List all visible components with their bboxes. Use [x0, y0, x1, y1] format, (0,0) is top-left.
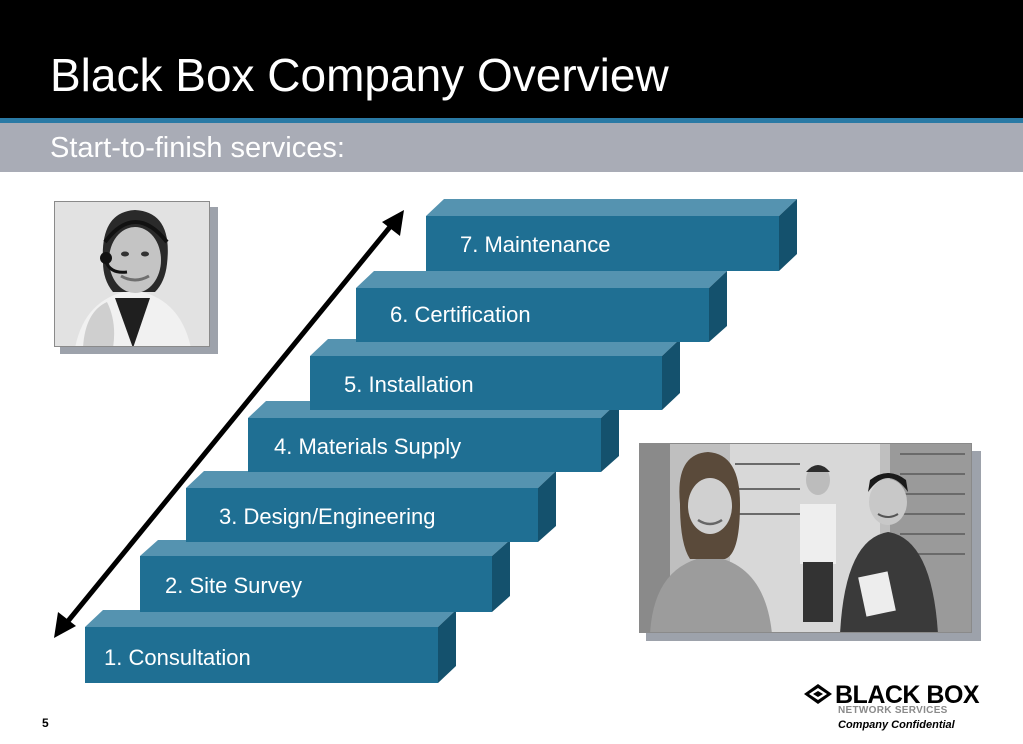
- step-6-block: [356, 271, 727, 342]
- black-box-diamond-icon: [804, 684, 832, 704]
- step-5-block: [310, 339, 680, 410]
- step-label: 2. Site Survey: [165, 573, 302, 598]
- company-logo-tagline: NETWORK SERVICES: [838, 705, 948, 716]
- step-7-block: [426, 199, 797, 271]
- header-accent-line: [0, 118, 1023, 123]
- headset-operator-photo: [54, 201, 210, 347]
- step-label: 3. Design/Engineering: [219, 504, 436, 529]
- page-title: Black Box Company Overview: [50, 49, 669, 101]
- page-number: 5: [42, 716, 49, 730]
- step-label: 6. Certification: [390, 302, 531, 327]
- company-logo-name: BLACK BOX: [835, 681, 980, 709]
- double-arrow-icon: [54, 210, 404, 638]
- step-label: 5. Installation: [344, 372, 474, 397]
- confidential-notice: Company Confidential: [838, 719, 955, 731]
- step-3-block: [186, 471, 556, 542]
- header-bar: [0, 0, 1023, 118]
- step-label: 4. Materials Supply: [274, 434, 462, 459]
- subtitle-band: [0, 123, 1023, 172]
- step-2-block: [140, 540, 510, 612]
- step-label: 7. Maintenance: [460, 232, 611, 257]
- page-subtitle: Start-to-finish services:: [50, 132, 345, 164]
- team-photo: [639, 443, 972, 633]
- step-1-block: [85, 610, 456, 683]
- step-label: 1. Consultation: [104, 645, 251, 670]
